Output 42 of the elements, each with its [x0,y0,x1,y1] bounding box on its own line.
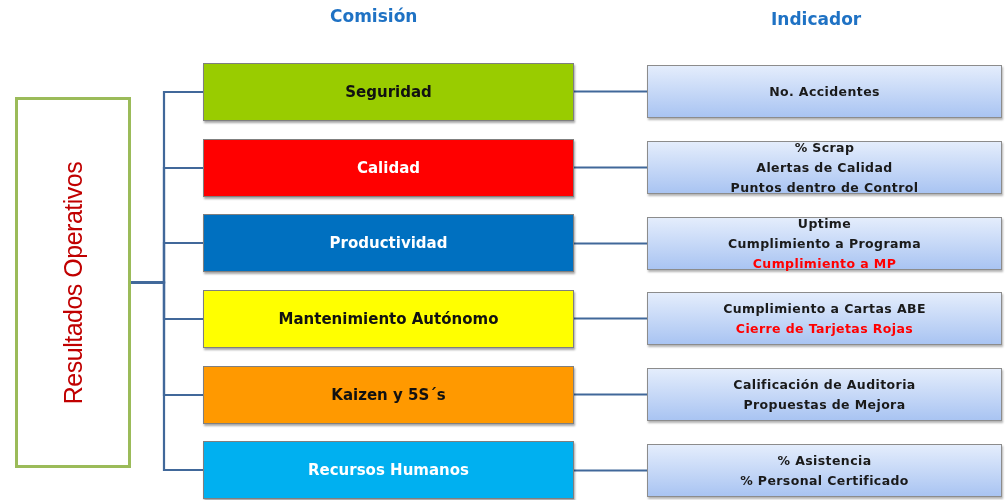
indicator-text: Cumplimiento a MP [752,254,897,273]
commission-name: Seguridad [345,83,432,101]
connector-line [574,166,647,169]
indicator-box [647,141,1002,194]
commission-box [203,366,574,424]
indicator-text: % Asistencia [777,451,872,470]
commission-name: Mantenimiento Autónomo [278,310,499,328]
indicator-text: Uptime [797,214,852,233]
title-box [15,97,131,468]
connector-line [574,242,647,245]
commission-box [203,214,574,272]
connector-line [131,281,203,472]
vertical-title: Resultados Operativos [58,161,88,404]
commission-box [203,290,574,348]
commission-name: Kaizen y 5S´s [331,386,446,404]
connector-line [574,469,647,472]
indicator-text: Alertas de Calidad [756,158,893,177]
commission-box [203,63,574,121]
indicator-text: % Personal Certificado [740,471,909,490]
indicator-text: Propuestas de Mejora [743,395,906,414]
commission-name: Calidad [357,159,420,177]
connector-line [574,393,647,396]
indicator-box [647,368,1002,421]
commission-name: Recursos Humanos [308,461,469,479]
commission-box [203,139,574,197]
indicator-text: % Scrap [794,138,855,157]
commission-name: Productividad [329,234,448,252]
indicator-text: Cierre de Tarjetas Rojas [735,319,914,338]
connector-line [574,317,647,320]
indicator-box [647,444,1002,497]
indicator-text: Calificación de Auditoria [733,375,916,394]
indicator-text: Cumplimiento a Programa [727,234,922,253]
column-header: Comisión [330,6,418,26]
commission-box [203,441,574,499]
indicator-box [647,65,1002,118]
indicator-box [647,292,1002,345]
indicator-text: Puntos dentro de Control [730,178,919,197]
indicator-box [647,217,1002,270]
connector-line [574,90,647,93]
column-header: Indicador [771,9,862,29]
indicator-text: No. Accidentes [769,82,880,101]
indicator-text: Cumplimiento a Cartas ABE [723,299,926,318]
